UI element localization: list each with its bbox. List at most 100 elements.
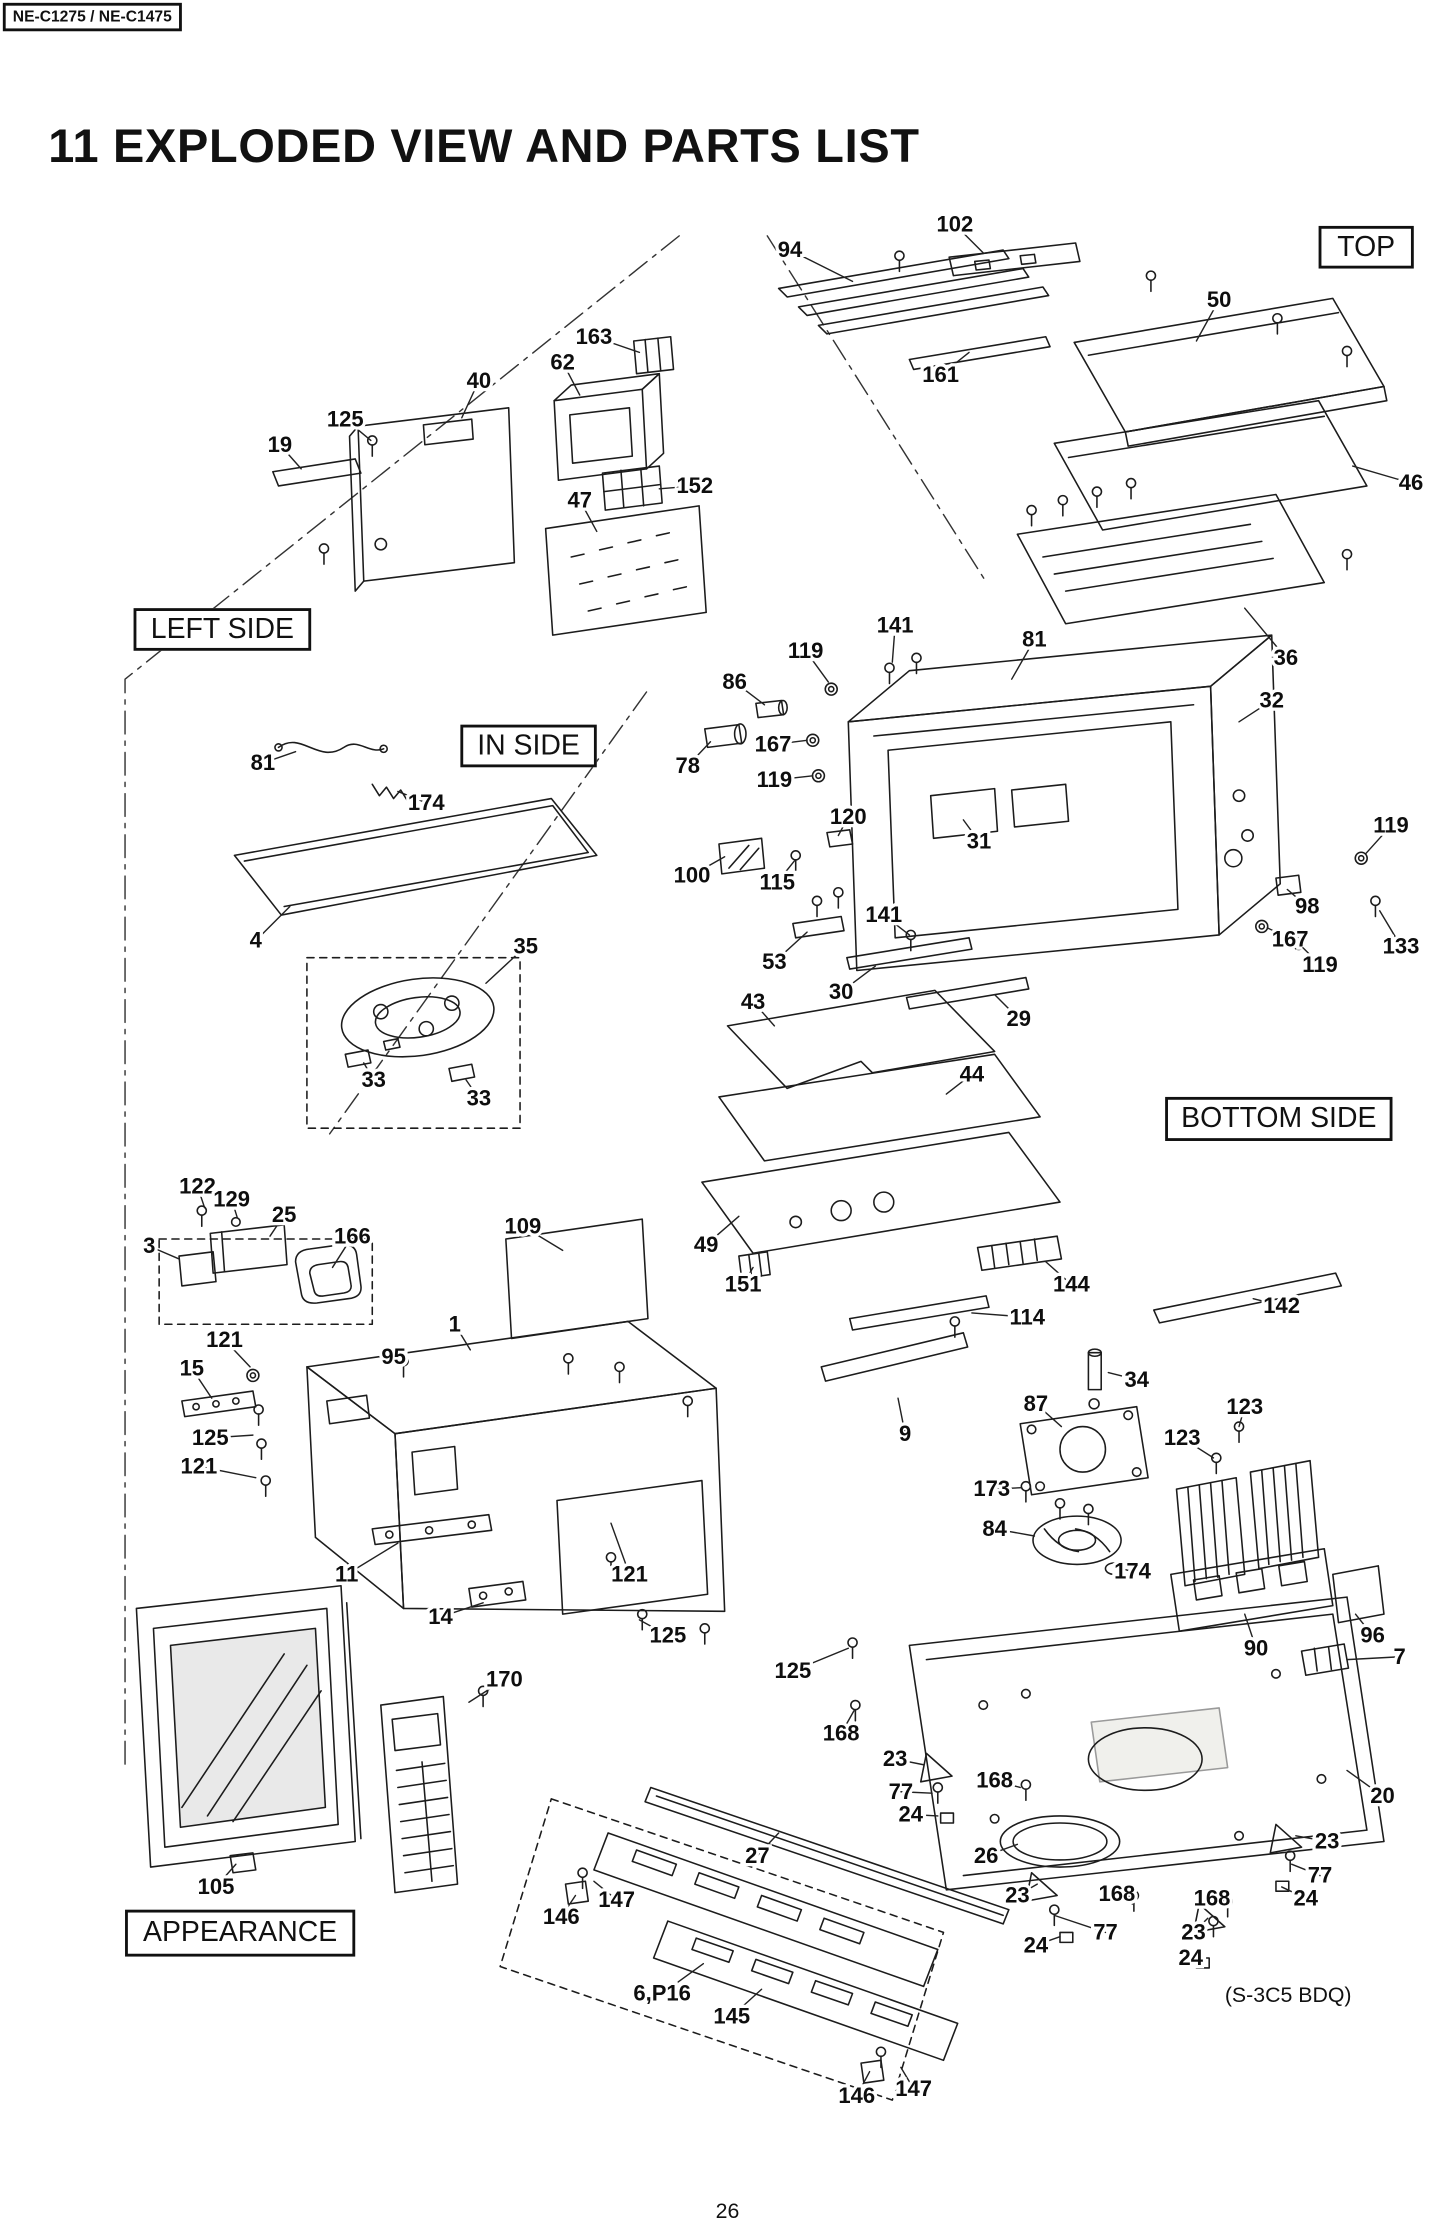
part-number-callout: 120 [830,804,867,829]
bottom-trim-strips [499,1798,959,2101]
callout-leader-line [223,1339,251,1368]
part-number-callout: 77 [1093,1920,1118,1945]
part-number-callout: 19 [268,432,293,457]
callout-leader-line [1195,299,1220,342]
part-number-callout: 23 [1005,1883,1030,1908]
callout-leader-line [804,650,830,683]
part-number-callout: 119 [1302,952,1338,977]
callout-leader-line [1016,1883,1038,1897]
callout-leader-line [856,2070,871,2097]
part-number-callout: 95 [381,1344,405,1369]
part-number-callout: 100 [674,862,711,887]
door-and-control-panel [135,1584,489,1894]
callout-leader-line [638,1619,669,1637]
part-number-callout: 6,P16 [633,1981,691,2006]
part-number-callout: 167 [755,732,792,757]
callout-leader-line [593,1880,618,1901]
callout-leader-line [993,1779,1021,1789]
section-label-bottom-side: BOTTOM SIDE [1165,1096,1393,1141]
part-number-callout: 146 [838,2083,875,2108]
callout-leader-line [1107,1371,1138,1381]
callout-leader-line [705,1215,740,1246]
callout-leader-line [331,1235,354,1269]
part-number-callout: 47 [567,487,592,512]
callout-leader-line [1351,465,1412,484]
callout-leader-line [1035,1935,1061,1946]
callout-leader-line [439,1602,484,1618]
part-number-callout: 43 [741,989,766,1014]
callout-leader-line [837,816,849,837]
model-number-badge: NE-C1275 / NE-C1475 [2,2,182,32]
callout-leader-line [1238,1405,1246,1428]
part-number-callout: 46 [1399,470,1424,495]
part-number-callout: 11 [335,1561,358,1586]
callout-leader-line [344,418,372,442]
part-number-callout: 125 [649,1623,686,1648]
part-number-callout: 168 [823,1721,860,1746]
callout-leader-line [279,444,302,470]
callout-leader-line [262,750,297,764]
part-number-callout: 90 [1244,1635,1269,1660]
callout-leader-line [910,1813,939,1817]
part-number-callout: 174 [408,790,445,815]
part-number-callout: 34 [1124,1367,1149,1392]
callout-leader-line [1238,699,1273,723]
part-number-callout: 109 [505,1213,542,1238]
callout-leader-line [792,1647,849,1672]
callout-leader-line [453,1323,472,1351]
part-number-callout: 142 [1263,1293,1300,1318]
callout-leader-line [392,1356,405,1365]
callout-leader-line [1295,1835,1328,1843]
part-number-callout: 121 [206,1327,243,1352]
callout-leader-line [772,739,808,746]
part-number-callout: 44 [960,1061,985,1086]
callout-leader-line [255,905,291,942]
callout-leader-line [1290,1863,1321,1877]
part-number-callout: 145 [713,2003,750,2028]
part-number-callout: 141 [865,902,902,927]
callout-leader-line [894,1758,925,1766]
callout-leader-line [773,931,808,963]
part-number-callout: 78 [675,753,700,778]
part-number-callout: 29 [1007,1006,1032,1031]
model-code-label: (S-3C5 BDQ) [1224,1983,1352,2008]
page-number: 26 [715,2199,740,2224]
part-number-callout: 25 [272,1202,296,1227]
part-number-callout: 147 [895,2076,932,2101]
callout-leader-line [209,1434,254,1439]
part-number-callout: 49 [694,1232,719,1257]
callout-leader-line [560,1894,577,1918]
part-number-callout: 87 [1024,1391,1049,1416]
callout-leader-line [939,351,970,376]
callout-leader-line [1280,1886,1307,1900]
part-number-callout: 27 [745,1843,770,1868]
callout-leader-line [756,1832,780,1857]
part-number-callout: 7 [1393,1644,1405,1669]
part-number-callout: 1 [449,1311,461,1336]
callout-leader-line [465,1079,480,1100]
part-number-callout: 146 [543,1904,580,1929]
top-cover-parts [777,242,1388,625]
part-number-callout: 81 [251,750,275,775]
part-number-callout: 53 [762,949,787,974]
callout-leader-line [397,790,427,804]
part-number-callout: 3 [143,1233,155,1258]
part-number-callout: 23 [883,1746,908,1771]
part-number-callout: 35 [513,933,538,958]
part-number-callout: 31 [967,828,992,853]
callout-leader-line [363,1062,375,1081]
part-number-callout: 105 [198,1874,235,1899]
callout-leader-line [1364,824,1392,855]
section-label-left-side: LEFT SIDE [133,608,312,651]
part-number-callout: 40 [467,368,491,393]
part-number-callout: 151 [725,1272,762,1297]
callout-leader-line [1010,638,1036,680]
part-number-callout: 30 [829,979,854,1004]
part-number-callout: 168 [1098,1881,1135,1906]
part-number-callout: 32 [1259,688,1284,713]
callout-leader-line [962,819,980,842]
callout-leader-line [883,914,911,936]
callout-leader-line [196,1185,206,1209]
part-number-callout: 168 [976,1767,1013,1792]
